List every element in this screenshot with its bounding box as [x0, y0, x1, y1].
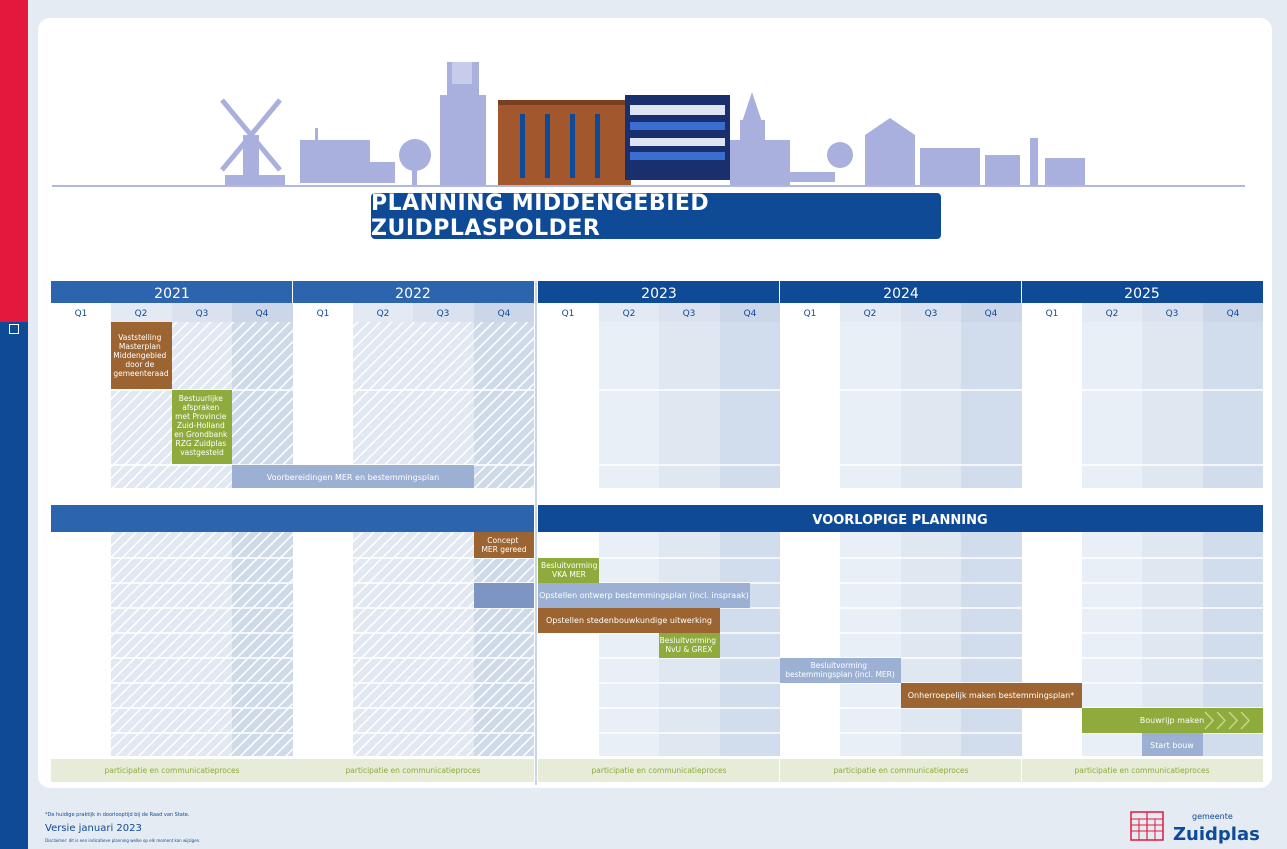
- quarter-label: Q3: [683, 309, 696, 319]
- quarter-label: Q4: [744, 309, 757, 319]
- task-bar: [172, 390, 232, 464]
- task-bar: [474, 583, 534, 608]
- task-bar: [901, 683, 1082, 708]
- year-label: 2024: [883, 286, 919, 302]
- task-bar: [538, 558, 599, 583]
- participation-band: [780, 759, 1022, 782]
- quarter-label: Q2: [623, 309, 636, 319]
- zuidplas-logo-icon: [1130, 811, 1164, 841]
- task-bar-label: Opstellen stedenbouwkundige uitwerking: [546, 616, 712, 625]
- quarter-label: Q4: [256, 309, 269, 319]
- task-bar-label: Besluitvorming NvU & GREX: [660, 636, 719, 654]
- task-bar: [1142, 733, 1203, 756]
- quarter-label: Q4: [498, 309, 511, 319]
- task-bar-label: Start bouw: [1150, 741, 1194, 750]
- quarter-label: Q2: [1106, 309, 1119, 319]
- task-bar-label: Besluitvorming VKA MER: [541, 561, 600, 579]
- participation-band: [538, 759, 780, 782]
- quarter-label: Q1: [804, 309, 817, 319]
- year-label: 2021: [154, 286, 190, 302]
- participation-band: [293, 759, 534, 782]
- quarter-label: Q1: [1046, 309, 1059, 319]
- year-label: 2022: [395, 286, 431, 302]
- sidebar-red-band: [0, 0, 28, 322]
- sidebar-blue-band: [0, 322, 28, 849]
- task-bar: [1082, 708, 1263, 733]
- quarter-label: Q1: [562, 309, 575, 319]
- task-bar-label: Vaststelling Masterplan Middengebied doo…: [113, 333, 169, 378]
- quarter-label: Q2: [864, 309, 877, 319]
- quarter-label: Q1: [317, 309, 330, 319]
- skyline-illustration: [52, 62, 1245, 187]
- task-bar: [111, 322, 172, 389]
- participation-band: [51, 759, 293, 782]
- mini-logo-icon: [9, 324, 19, 334]
- footnote: *De huidige praktijk in doorlooptijd bij…: [45, 812, 190, 818]
- version-label: Versie januari 2023: [45, 823, 142, 834]
- quarter-label: Q4: [985, 309, 998, 319]
- quarter-label: Q3: [925, 309, 938, 319]
- section1-bands: [51, 322, 1263, 488]
- participation-label: participatie en communicatieproces: [105, 766, 240, 775]
- task-bar-label: Concept MER gereed: [481, 536, 526, 554]
- task-bar-label: Voorbereidingen MER en bestemmingsplan: [267, 473, 439, 482]
- quarter-row: [51, 303, 1263, 322]
- section2-header-left: [51, 505, 534, 532]
- task-bar-label: Opstellen ontwerp bestemmingsplan (incl.…: [539, 591, 749, 600]
- page-title: PLANNING MIDDENGEBIED ZUIDPLASPOLDER: [371, 191, 941, 241]
- quarter-label: Q3: [1166, 309, 1179, 319]
- section2-title: VOORLOPIGE PLANNING: [812, 513, 987, 528]
- participation-label: participatie en communicatieproces: [834, 766, 969, 775]
- quarter-label: Q2: [135, 309, 148, 319]
- task-bar: [474, 532, 534, 558]
- disclaimer: Disclaimer: dit is een indicatieve plann…: [45, 838, 201, 843]
- task-bar: [538, 583, 750, 608]
- participation-label: participatie en communicatieproces: [592, 766, 727, 775]
- logo-gemeente-text: gemeente: [1192, 812, 1233, 821]
- task-bar: [232, 465, 474, 488]
- year-label: 2025: [1124, 286, 1160, 302]
- task-bar-label: Besluitvorming bestemmingsplan (incl. ME…: [785, 661, 895, 679]
- task-bar: [659, 633, 720, 658]
- year-label: 2023: [641, 286, 677, 302]
- task-bar-label: Bouwrijp maken: [1140, 716, 1204, 725]
- quarter-label: Q3: [196, 309, 209, 319]
- quarter-label: Q2: [377, 309, 390, 319]
- quarter-label: Q4: [1227, 309, 1240, 319]
- task-bar: [538, 608, 720, 633]
- task-bar-label: Onherroepelijk maken bestemmingsplan*: [908, 691, 1074, 700]
- quarter-label: Q1: [75, 309, 88, 319]
- participation-label: participatie en communicatieproces: [1075, 766, 1210, 775]
- task-bar-label: Bestuurlijke afspraken met Provincie Zui…: [174, 394, 229, 457]
- section2-bands: [51, 532, 1263, 756]
- arrow-chevrons-icon: [1204, 711, 1251, 730]
- logo-zuidplas-text: Zuidplas: [1173, 824, 1260, 845]
- task-bar: [780, 658, 901, 683]
- participation-band: [1022, 759, 1263, 782]
- quarter-label: Q3: [437, 309, 450, 319]
- section2-header-right: [538, 505, 1263, 532]
- participation-label: participatie en communicatieproces: [346, 766, 481, 775]
- year-header-bar: [538, 281, 1263, 303]
